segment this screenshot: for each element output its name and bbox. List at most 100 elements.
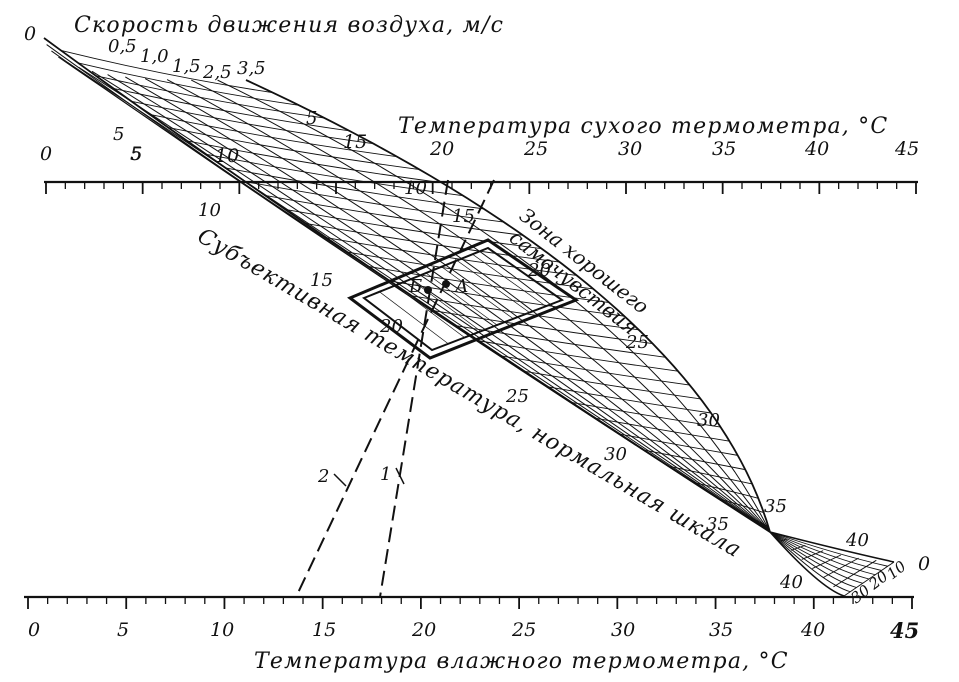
wet-bulb-title: Температура влажного термометра, °С xyxy=(254,649,789,674)
et-label: 10 xyxy=(404,178,427,199)
comfort-zone-inner xyxy=(361,246,565,352)
air-speed-label: 1,5 xyxy=(172,56,201,77)
temperature-line xyxy=(718,498,764,514)
temperature-line xyxy=(643,449,746,471)
dry-bulb-axis: 0 5 10 15 20 25 30 35 40 45 xyxy=(40,131,919,194)
temperature-line xyxy=(60,49,273,94)
temperature-line xyxy=(206,153,464,197)
comfort-hatch-line xyxy=(410,278,481,332)
temperature-line xyxy=(501,355,690,386)
air-speed-labels: 0 0,5 1,0 1,5 2,5 3,5 30 20 10 0 xyxy=(24,23,930,607)
wet-bulb-axis: 0 5 10 15 20 25 30 35 40 45 xyxy=(24,595,919,643)
wet-tick-label: 45 xyxy=(890,618,919,643)
et-label: 25 xyxy=(625,332,649,353)
et-label: 5 xyxy=(306,108,317,129)
temperature-line-tail xyxy=(833,559,877,588)
speed-line xyxy=(144,78,771,533)
et-label: 20 xyxy=(527,260,551,281)
temperature-line xyxy=(131,100,374,145)
dry-tick-label: 0 xyxy=(40,143,52,165)
dry-tick-label: 25 xyxy=(523,138,548,160)
air-speed-label: 0 xyxy=(24,23,36,45)
air-speed-label: 0,5 xyxy=(108,36,137,57)
speed-line-tail xyxy=(769,531,882,571)
comfort-zone-hatching xyxy=(379,253,546,345)
speed-line-tail xyxy=(769,531,876,576)
temperature-line xyxy=(305,223,560,263)
speed-line xyxy=(43,37,771,533)
wet-tick-label: 15 xyxy=(312,619,336,641)
temperature-line-tail xyxy=(812,554,842,569)
et-label: 35 xyxy=(706,514,729,535)
wet-tick-label: 20 xyxy=(411,619,436,641)
temperature-line xyxy=(326,237,577,276)
wet-tick-label: 10 xyxy=(210,619,234,641)
temperature-line xyxy=(478,340,679,372)
wet-tick-label: 5 xyxy=(117,619,129,641)
speed-line-tail xyxy=(769,531,857,588)
air-speed-label-right: 0 xyxy=(918,553,930,575)
et-label: 20 xyxy=(379,316,403,337)
temperature-line xyxy=(347,251,594,290)
temperature-line xyxy=(433,310,653,344)
temperature-line xyxy=(693,482,759,499)
air-speed-label: 3,5 xyxy=(237,58,266,79)
point-a-label: А xyxy=(453,276,469,297)
temperature-line-tail xyxy=(790,544,806,551)
temperature-line xyxy=(547,386,712,414)
et-label: 10 xyxy=(198,200,221,221)
construction-line-1 xyxy=(379,179,449,598)
speed-line-tail xyxy=(769,531,851,593)
line-2-label: 2 xyxy=(317,466,329,487)
wet-tick-label: 0 xyxy=(28,619,40,641)
dry-bulb-title: Температура сухого термометра, °С xyxy=(398,114,888,139)
speed-line xyxy=(78,66,771,533)
et-label: 15 xyxy=(452,206,475,227)
et-label: 15 xyxy=(310,270,333,291)
temperature-line xyxy=(78,62,300,106)
temperature-line xyxy=(668,465,753,485)
line-1-label: 1 xyxy=(380,464,391,485)
dry-tick-label: 40 xyxy=(804,138,829,160)
wet-tick-label: 30 xyxy=(611,619,635,641)
dry-tick-label: 5 xyxy=(130,143,142,165)
comfort-hatch-line xyxy=(472,253,546,307)
temperature-line xyxy=(264,195,524,236)
speed-line xyxy=(91,70,771,533)
dry-bulb-ticks xyxy=(45,182,917,194)
comfort-hatch-line xyxy=(456,260,530,313)
temperature-line xyxy=(744,514,769,528)
et-label: 40 xyxy=(845,530,869,551)
temperature-line xyxy=(368,266,610,303)
wet-tick-label: 35 xyxy=(709,619,733,641)
temperature-line xyxy=(524,370,701,400)
et-label: 5 xyxy=(131,144,142,165)
construction-lines: 1 2 xyxy=(295,179,495,598)
speed-line-tail xyxy=(769,531,888,567)
et-label: 30 xyxy=(604,444,627,465)
wet-tick-label: 25 xyxy=(511,619,536,641)
dry-bulb-tick-labels: 0 5 10 15 20 25 30 35 40 45 xyxy=(40,131,919,167)
et-label: 30 xyxy=(697,410,720,431)
et-label: 5 xyxy=(113,124,124,145)
temperature-line-tail xyxy=(843,561,895,597)
temperature-line xyxy=(285,208,542,250)
dry-tick-label: 35 xyxy=(712,138,736,160)
temperature-line xyxy=(113,87,350,132)
wet-tick-label: 40 xyxy=(800,619,825,641)
construction-line-2 xyxy=(295,179,495,598)
wet-bulb-tick-labels: 0 5 10 15 20 25 30 35 40 45 xyxy=(28,618,919,643)
temperature-line-tail xyxy=(801,550,824,560)
temperature-line xyxy=(168,127,420,171)
et-label: 35 xyxy=(764,496,787,517)
comfort-zone-outer xyxy=(347,238,580,360)
state-points: А Б xyxy=(408,276,469,297)
temperature-line xyxy=(187,140,442,184)
air-speed-label: 1,0 xyxy=(140,46,169,67)
point-b-label: Б xyxy=(408,276,422,297)
dry-tick-label: 45 xyxy=(894,138,919,160)
line-2-leader xyxy=(333,473,347,487)
comfort-hatch-line xyxy=(425,272,498,326)
temperature-line-tail xyxy=(822,557,859,579)
